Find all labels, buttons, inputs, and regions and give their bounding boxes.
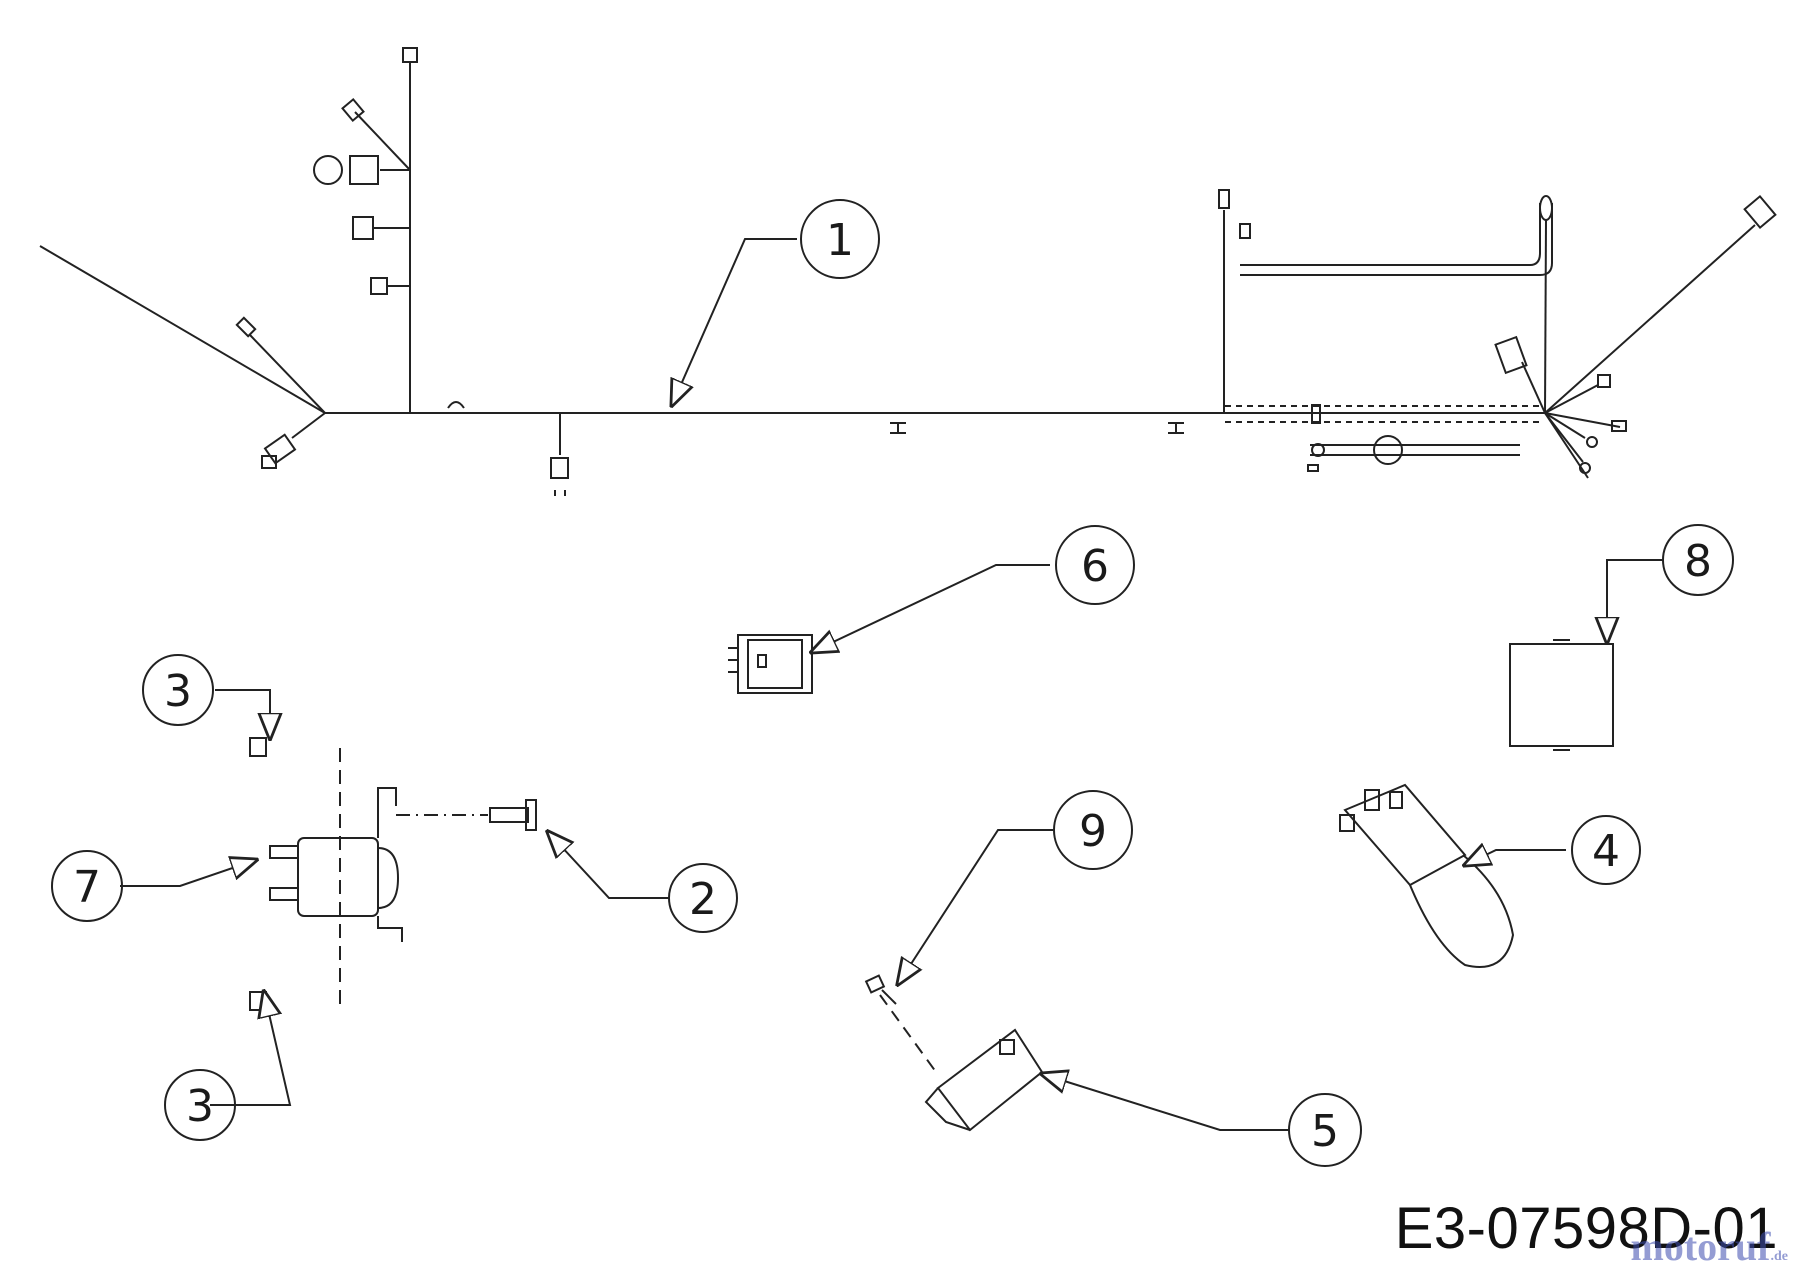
callout-7-circle bbox=[51, 850, 123, 922]
callout-6-label: 6 bbox=[1081, 541, 1109, 592]
callout-5-label: 5 bbox=[1311, 1106, 1339, 1157]
callout-6-circle bbox=[1055, 525, 1135, 605]
callout-3-upper-circle bbox=[142, 654, 214, 726]
part-3-nut-upper bbox=[249, 737, 267, 757]
callout-3-upper-label: 3 bbox=[164, 666, 192, 717]
callout-2-circle bbox=[668, 863, 738, 933]
callout-4-label: 4 bbox=[1592, 826, 1620, 877]
callout-7-label: 7 bbox=[73, 862, 101, 913]
callout-9-label: 9 bbox=[1079, 806, 1107, 857]
callout-4-circle bbox=[1571, 815, 1641, 885]
watermark-logo: motoruf.de bbox=[1631, 1223, 1788, 1270]
part-8-module bbox=[1509, 639, 1614, 751]
part-5-switch bbox=[879, 994, 1044, 1132]
callout-3-lower-circle bbox=[164, 1069, 236, 1141]
watermark-suffix: .de bbox=[1770, 1249, 1789, 1264]
callout-leaders bbox=[120, 238, 1663, 1131]
callout-3-lower-label: 3 bbox=[186, 1081, 214, 1132]
part-4-ignition-switch bbox=[1339, 783, 1515, 968]
callout-2-label: 2 bbox=[689, 874, 717, 925]
part-7-solenoid bbox=[269, 748, 403, 1008]
callout-5-circle bbox=[1288, 1093, 1362, 1167]
part-9-connector bbox=[864, 974, 897, 1005]
callout-8-label: 8 bbox=[1684, 536, 1712, 587]
callout-8-circle bbox=[1662, 524, 1734, 596]
part-2-bolt bbox=[396, 799, 537, 831]
drawing-reference-code: E3-07598D-01 bbox=[1394, 1196, 1778, 1261]
main-wiring-harness bbox=[39, 47, 1777, 496]
callout-1-circle bbox=[800, 199, 880, 279]
callout-9-circle bbox=[1053, 790, 1133, 870]
part-6-switch bbox=[728, 634, 813, 694]
watermark-main: motoruf bbox=[1630, 1224, 1771, 1269]
callout-1-label: 1 bbox=[826, 215, 854, 266]
